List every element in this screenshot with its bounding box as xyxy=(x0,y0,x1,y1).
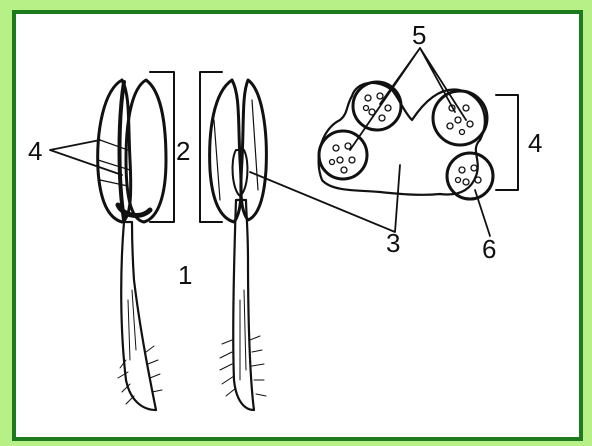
anther-front-seam xyxy=(120,82,125,220)
filament-back xyxy=(233,200,254,410)
filament-back-veins xyxy=(240,290,246,380)
filament-front xyxy=(121,222,156,410)
stamen-front-view xyxy=(98,72,174,410)
filament-back-hairs xyxy=(220,336,266,396)
pollen-sac-lower-right xyxy=(447,153,493,199)
label-connective: 3 xyxy=(386,228,400,258)
pollen-sac-lower-left xyxy=(319,131,367,179)
filament-front-veins xyxy=(128,290,136,360)
leader-pollen-grains xyxy=(350,48,466,150)
anther-cross-section xyxy=(319,82,518,199)
label-anther: 2 xyxy=(176,136,190,166)
stamen-back-view xyxy=(200,72,266,410)
pollen-sac-upper-left xyxy=(353,82,401,130)
label-pollen-grains: 5 xyxy=(412,20,426,50)
leader-lines xyxy=(50,48,490,236)
label-pollen-sacs-section: 4 xyxy=(528,128,542,158)
anther-front-right-lobe xyxy=(126,80,166,222)
label-wall: 6 xyxy=(482,234,496,264)
leader-pollen-sacs xyxy=(50,140,122,175)
bracket-cross-section xyxy=(496,95,518,190)
leader-connective xyxy=(250,165,400,232)
label-filament: 1 xyxy=(178,260,192,290)
label-pollen-sacs: 4 xyxy=(28,136,42,166)
